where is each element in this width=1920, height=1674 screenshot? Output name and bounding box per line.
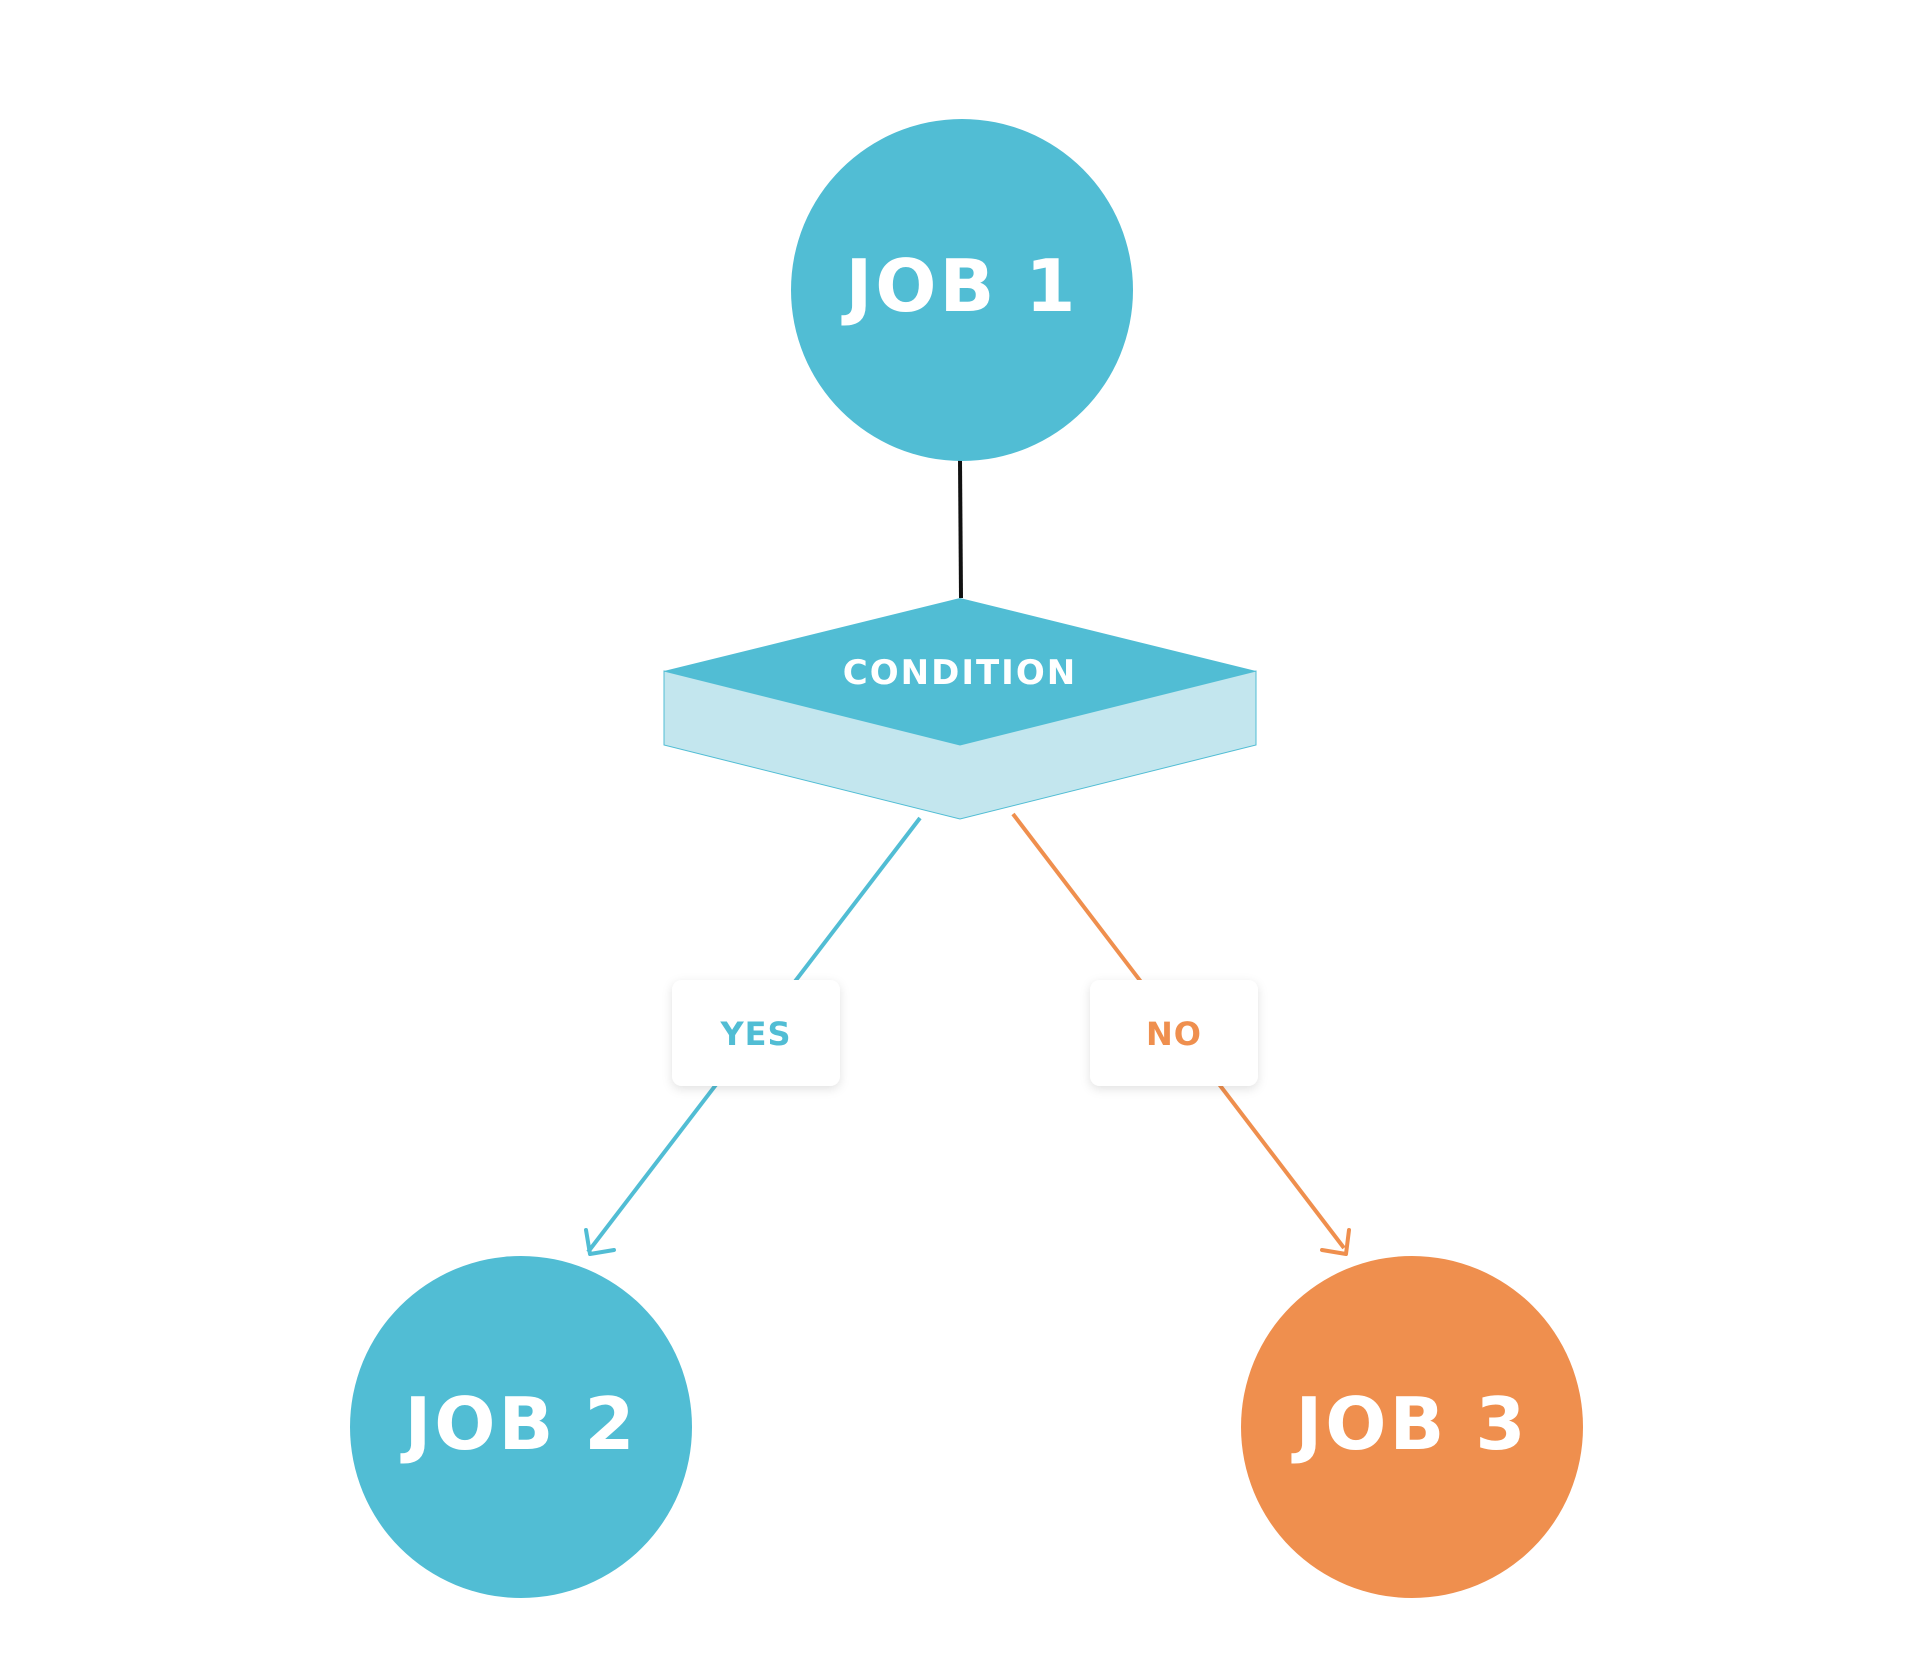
job2-label: JOB 2 (399, 1382, 637, 1466)
connector-job1-condition (958, 459, 963, 599)
job3-label: JOB 3 (1290, 1382, 1528, 1466)
job3-node: JOB 3 (1241, 1256, 1583, 1598)
yes-label-box: YES (672, 980, 840, 1086)
job1-node: JOB 1 (791, 119, 1133, 461)
condition-label: CONDITION (843, 653, 1077, 693)
yes-label: YES (719, 1015, 791, 1053)
condition-diamond: CONDITION (663, 598, 1257, 820)
job2-node: JOB 2 (350, 1256, 692, 1598)
no-label-box: NO (1090, 980, 1258, 1086)
condition-diamond-top (664, 598, 1256, 745)
job1-label: JOB 1 (840, 244, 1078, 328)
no-label: NO (1146, 1015, 1202, 1053)
